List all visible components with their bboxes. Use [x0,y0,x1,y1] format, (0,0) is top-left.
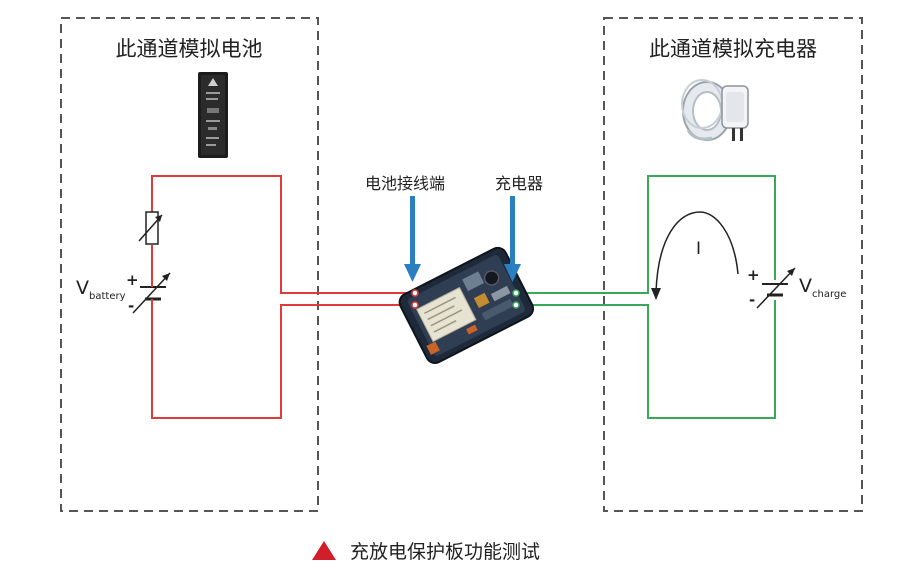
charger-label: 充电器 [495,174,543,193]
caption-triangle-marker [312,541,336,560]
current-direction-arrow [651,211,739,300]
charge-variable-source [756,267,796,309]
battery-terminal-arrow [404,196,421,282]
charger-terminal-negative [512,301,520,309]
charge-plus-sign: + [747,266,760,284]
charger-terminal-positive [512,289,520,297]
current-label: I [696,239,701,259]
battery-image [198,72,228,158]
charge-minus-sign: - [749,291,755,309]
battery-voltage-label: Vbattery [76,277,126,302]
figure-caption: 充放电保护板功能测试 [350,541,540,563]
charger-loop [516,175,776,419]
battery-simulation-box [60,17,319,512]
battery-minus-sign: - [128,297,134,315]
battery-terminal-label: 电池接线端 [365,174,445,193]
charger-arrow [504,196,521,282]
battery-box-title: 此通道模拟电池 [116,37,263,61]
phone-pcb-image [398,246,535,364]
battery-variable-source [132,272,171,314]
charger-simulation-box [603,17,863,512]
battery-loop [151,175,415,419]
variable-resistor [138,211,163,245]
charge-voltage-label: Vcharge [799,275,846,300]
charger-image [681,79,749,141]
battery-terminal-positive [411,289,419,297]
battery-plus-sign: + [126,271,139,289]
charger-box-title: 此通道模拟充电器 [649,37,817,61]
battery-terminal-negative [411,301,419,309]
